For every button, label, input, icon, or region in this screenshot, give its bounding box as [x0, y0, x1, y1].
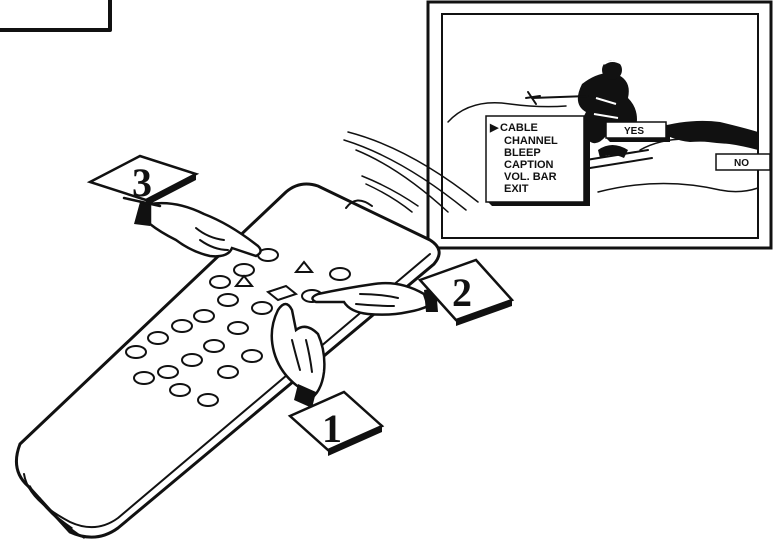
menu-cursor-icon: ▶ — [489, 122, 499, 134]
yes-label: YES — [624, 126, 644, 137]
no-label: NO — [734, 158, 749, 169]
step-2-number: 2 — [452, 270, 472, 315]
yes-tag: YES — [606, 122, 670, 142]
tv-screen: ▶ CABLE CHANNEL BLEEP CAPTION VOL. BAR E… — [428, 2, 771, 248]
menu-item-cable: CABLE — [500, 122, 538, 134]
menu-item-caption: CAPTION — [504, 159, 554, 171]
menu-item-bleep: BLEEP — [504, 147, 541, 159]
menu-item-vol-bar: VOL. BAR — [504, 171, 557, 183]
step-1-number: 1 — [322, 406, 342, 451]
step-2-card: 2 — [420, 260, 512, 326]
tv-menu: ▶ CABLE CHANNEL BLEEP CAPTION VOL. BAR E… — [486, 116, 590, 206]
no-tag: NO — [716, 154, 770, 170]
step-3-card: 3 — [90, 156, 196, 206]
step-3-number: 3 — [132, 160, 152, 205]
menu-item-channel: CHANNEL — [504, 135, 558, 147]
hand-step-3 — [124, 198, 261, 256]
menu-item-exit: EXIT — [504, 183, 529, 195]
corner-frame — [0, 0, 110, 30]
